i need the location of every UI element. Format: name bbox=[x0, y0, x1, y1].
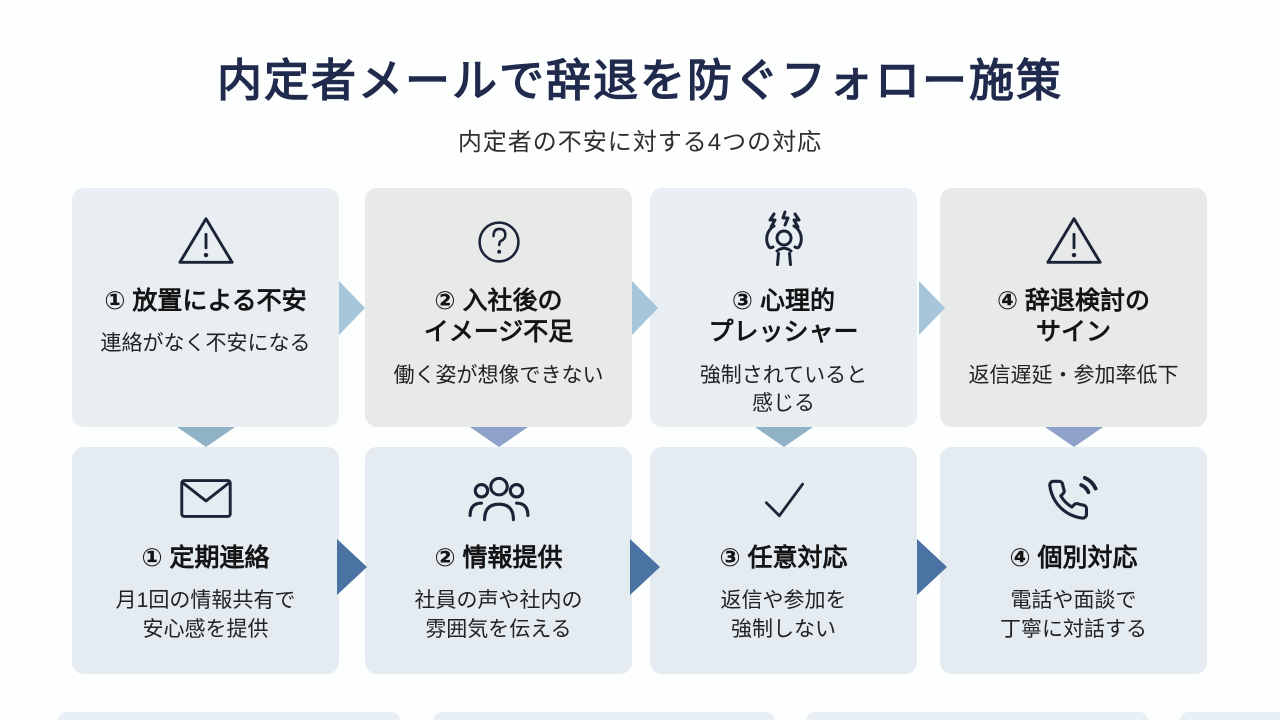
top-card-psychological-pressure: ③ 心理的 プレッシャー 強制されていると 感じる bbox=[650, 188, 917, 427]
next-slide-peek bbox=[433, 712, 775, 720]
question-icon bbox=[472, 210, 526, 274]
card-title: ④ 個別対応 bbox=[1009, 544, 1138, 572]
arrow-down-icon bbox=[755, 427, 813, 447]
card-desc: 社員の声や社内の 雰囲気を伝える bbox=[414, 589, 583, 641]
card-desc: 返信遅延・参加率低下 bbox=[968, 363, 1179, 387]
bottom-card-regular-contact: ① 定期連絡 月1回の情報共有で 安心感を提供 bbox=[72, 447, 339, 674]
arrow-right-icon bbox=[337, 539, 367, 595]
top-card-image-gap: ② 入社後の イメージ不足 働く姿が想像できない bbox=[365, 188, 632, 427]
card-desc: 強制されていると 感じる bbox=[699, 363, 868, 415]
phone-icon bbox=[1047, 467, 1101, 531]
next-slide-peek bbox=[58, 712, 400, 720]
card-title: ③ 任意対応 bbox=[719, 544, 848, 572]
arrow-right-icon bbox=[919, 281, 945, 335]
bottom-card-information: ② 情報提供 社員の声や社内の 雰囲気を伝える bbox=[365, 447, 632, 674]
card-desc: 連絡がなく不安になる bbox=[100, 332, 311, 356]
page-title: 内定者メールで辞退を防ぐフォロー施策 bbox=[216, 55, 1063, 106]
top-card-neglect-anxiety: ① 放置による不安 連絡がなく不安になる bbox=[72, 188, 339, 427]
check-icon bbox=[754, 467, 814, 531]
bottom-card-individual-response: ④ 個別対応 電話や面談で 丁寧に対話する bbox=[940, 447, 1207, 674]
warning-icon bbox=[1043, 210, 1105, 274]
stress-icon bbox=[752, 210, 816, 274]
card-desc: 返信や参加を 強制しない bbox=[720, 589, 847, 641]
top-card-decline-signs: ④ 辞退検討の サイン 返信遅延・参加率低下 bbox=[940, 188, 1207, 427]
bottom-card-optional-response: ③ 任意対応 返信や参加を 強制しない bbox=[650, 447, 917, 674]
card-desc: 月1回の情報共有で 安心感を提供 bbox=[115, 589, 296, 641]
card-title: ① 放置による不安 bbox=[104, 287, 307, 315]
arrow-right-icon bbox=[917, 539, 947, 595]
next-slide-peek bbox=[806, 712, 1148, 720]
arrow-down-icon bbox=[470, 427, 528, 447]
card-desc: 電話や面談で 丁寧に対話する bbox=[1000, 589, 1147, 641]
arrow-down-icon bbox=[177, 427, 235, 447]
mail-icon bbox=[175, 467, 237, 531]
card-title: ② 情報提供 bbox=[434, 544, 563, 572]
card-desc: 働く姿が想像できない bbox=[393, 363, 604, 387]
next-slide-peek bbox=[1180, 712, 1280, 720]
card-title: ② 入社後の イメージ不足 bbox=[423, 287, 574, 347]
people-icon bbox=[466, 467, 532, 531]
card-title: ① 定期連絡 bbox=[141, 544, 270, 572]
card-title: ④ 辞退検討の サイン bbox=[996, 287, 1151, 347]
card-title: ③ 心理的 プレッシャー bbox=[708, 287, 859, 347]
arrow-right-icon bbox=[632, 281, 658, 335]
page-subtitle: 内定者の不安に対する4つの対応 bbox=[457, 129, 823, 156]
arrow-right-icon bbox=[630, 539, 660, 595]
arrow-right-icon bbox=[339, 281, 365, 335]
warning-icon bbox=[175, 210, 237, 274]
arrow-down-icon bbox=[1045, 427, 1103, 447]
